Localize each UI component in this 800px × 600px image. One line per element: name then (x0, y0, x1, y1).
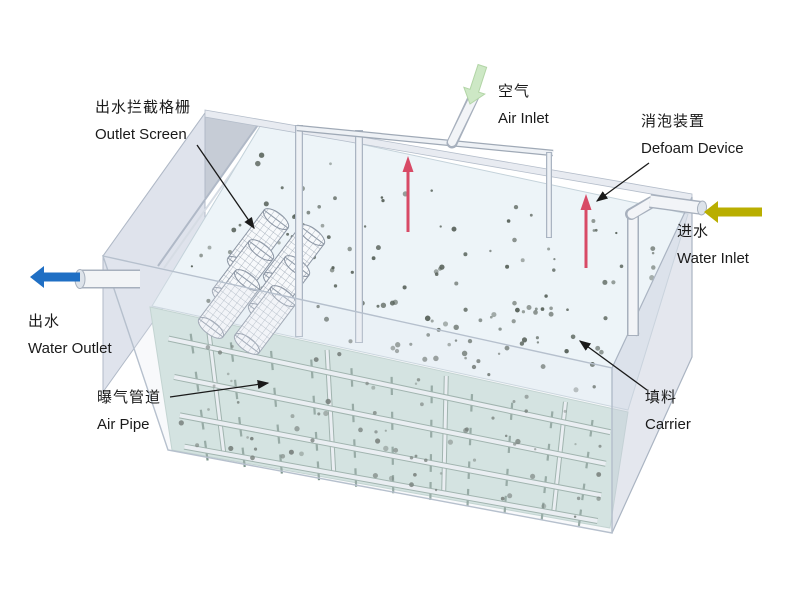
water-inlet-arrow (704, 201, 762, 223)
air-inlet-arrow (463, 63, 488, 105)
water-outlet-pipe (74, 269, 140, 289)
label-defoam-device-en: Defoam Device (641, 140, 744, 157)
air-pipe-pointer (169, 379, 270, 398)
label-air-inlet: 空气 Air Inlet (498, 78, 549, 132)
label-carrier-zh: 填料 (645, 389, 678, 406)
defoam-device-left (402, 156, 414, 232)
support-frame (295, 124, 554, 343)
label-water-outlet: 出水 Water Outlet (28, 308, 112, 362)
label-defoam-device-zh: 消泡装置 (641, 113, 706, 130)
defoam-device-pointer (595, 162, 650, 202)
label-water-inlet: 进水 Water Inlet (677, 218, 749, 272)
outlet-screen-pointer (196, 144, 255, 230)
label-carrier: 填料 Carrier (645, 384, 691, 438)
label-outlet-screen-zh: 出水拦截格栅 (95, 99, 192, 116)
label-water-inlet-en: Water Inlet (677, 250, 749, 267)
aeration-pipe-grid (167, 323, 611, 527)
label-water-inlet-zh: 进水 (677, 223, 710, 240)
label-carrier-en: Carrier (645, 416, 691, 433)
label-air-inlet-zh: 空气 (498, 83, 531, 100)
outlet-baffle-wall (157, 121, 261, 267)
label-pointer-arrows (169, 144, 650, 398)
label-outlet-screen-en: Outlet Screen (95, 126, 187, 143)
water-inlet-pipe (625, 194, 708, 336)
label-outlet-screen: 出水拦截格栅 Outlet Screen (95, 94, 191, 148)
tank-front-wall (101, 255, 613, 534)
label-water-outlet-en: Water Outlet (28, 340, 112, 357)
label-defoam-device: 消泡装置 Defoam Device (641, 108, 744, 162)
label-air-pipe: 曝气管道 Air Pipe (97, 384, 161, 438)
tank-left-end-wall (102, 111, 206, 394)
water-outlet-arrow (30, 266, 80, 288)
label-water-outlet-zh: 出水 (28, 313, 61, 330)
label-air-inlet-en: Air Inlet (498, 110, 549, 127)
carrier-dots-floor (178, 344, 602, 518)
label-air-pipe-en: Air Pipe (97, 416, 150, 433)
label-air-pipe-zh: 曝气管道 (97, 389, 162, 406)
carrier-pointer (578, 340, 648, 391)
defoam-device-right (580, 194, 592, 268)
